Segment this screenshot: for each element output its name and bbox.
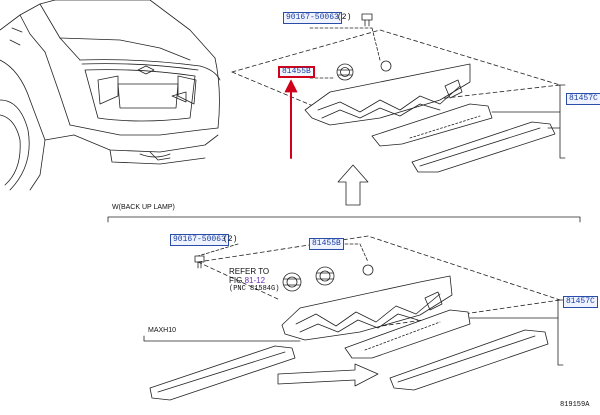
transition-arrow-right [277, 363, 379, 387]
lower-exploded-view [194, 235, 564, 391]
callout-lamp-assy-top[interactable]: 81457C [566, 93, 600, 105]
refer-fig-link[interactable]: 81-12 [244, 276, 266, 285]
qty-bolt-top: (2) [337, 13, 352, 22]
car-rear-view-illustration [0, 0, 221, 191]
callout-socket-bottom[interactable]: 81455B [309, 238, 344, 250]
refer-fig-prefix: FIG [229, 276, 243, 285]
refer-to-label: REFER TO [229, 267, 270, 276]
callout-lamp-assy-bottom[interactable]: 81457C [563, 296, 598, 308]
callout-bolt-top[interactable]: 90167-50063 [283, 12, 342, 24]
qty-bolt-bottom: (2) [223, 235, 238, 244]
callout-socket-top[interactable]: 81455B [278, 66, 315, 78]
variant-lens-maxh10 [143, 335, 301, 401]
section-bracket [107, 216, 581, 223]
transition-arrow-up [337, 164, 369, 206]
variant-label: MAXH10 [148, 327, 177, 334]
refer-pnc: (PNC 81584G) [229, 285, 280, 293]
refer-fig-line: FIG 81-12 [229, 276, 265, 285]
upper-exploded-view [231, 13, 566, 173]
figure-id: 819159A [560, 401, 590, 409]
section-label: W(BACK UP LAMP) [112, 204, 175, 211]
callout-bolt-bottom[interactable]: 90167-50063 [170, 234, 229, 246]
